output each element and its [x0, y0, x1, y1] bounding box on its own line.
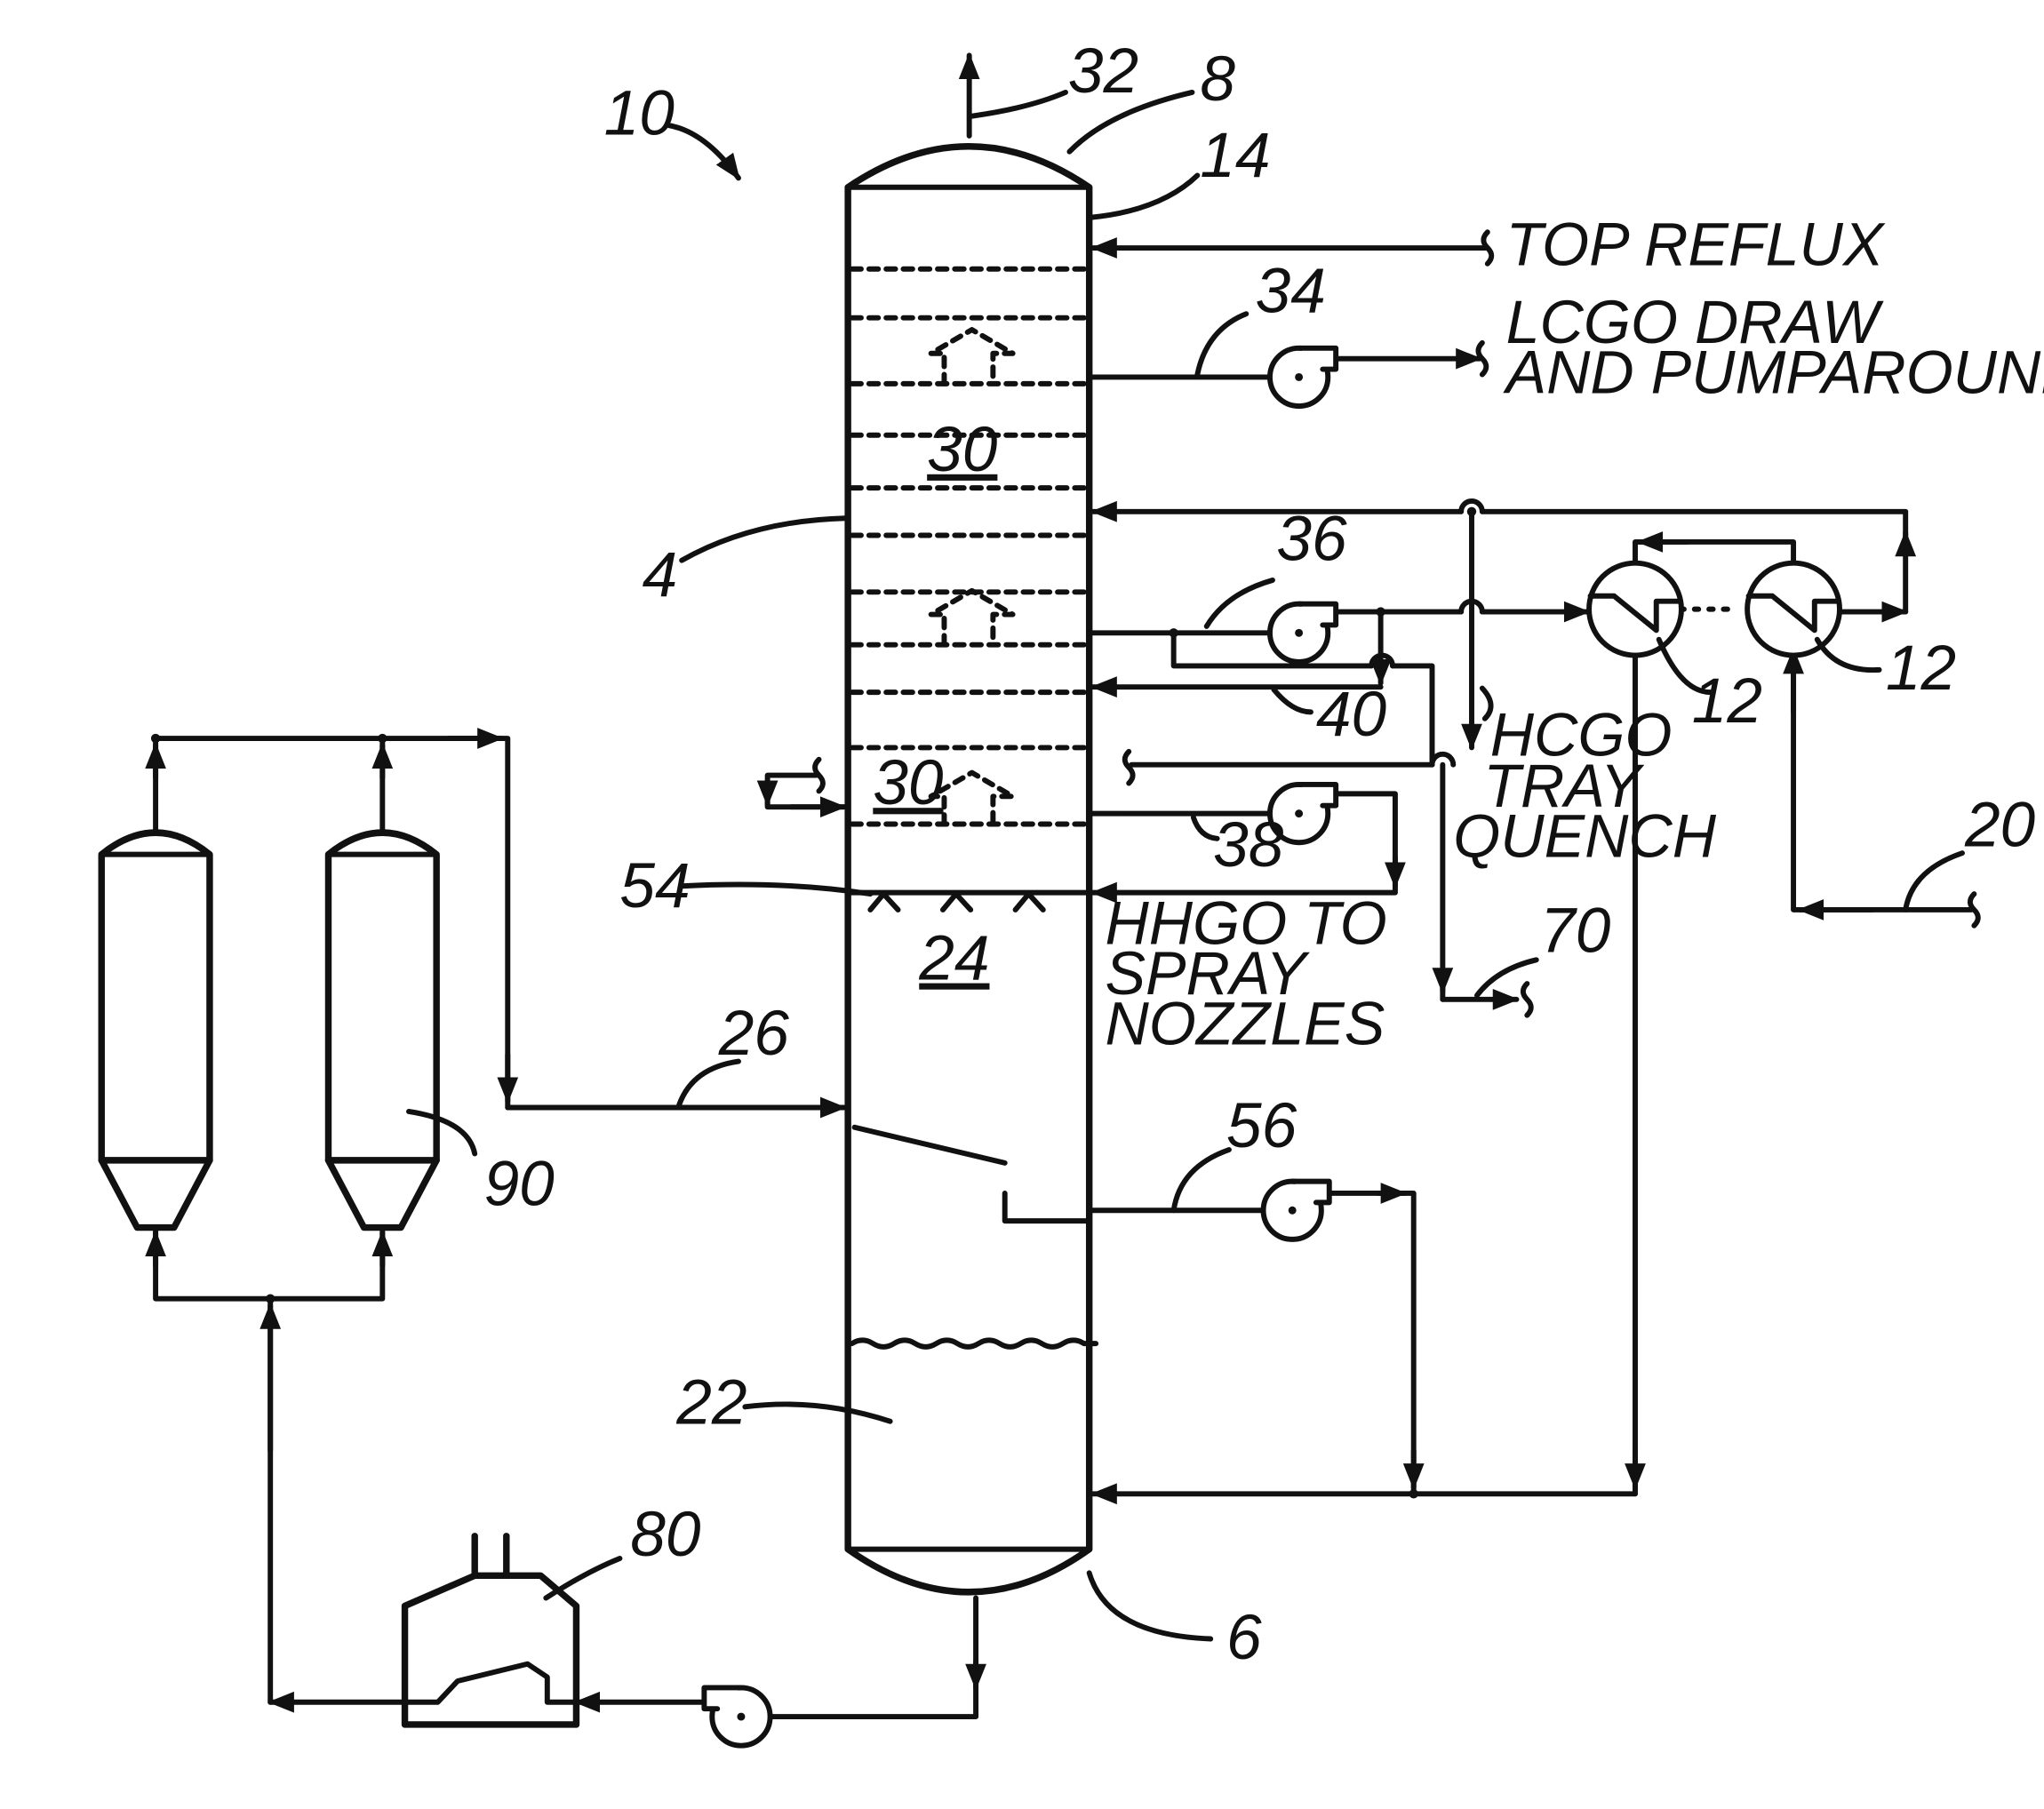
ref-12-left: 12: [1692, 666, 1762, 737]
ref-56: 56: [1226, 1091, 1297, 1161]
ref-38: 38: [1213, 810, 1284, 881]
ref-90: 90: [484, 1149, 555, 1219]
ref-12-right: 12: [1886, 634, 1956, 704]
ref-10: 10: [604, 78, 675, 148]
ref-22: 22: [675, 1368, 747, 1438]
ref-4: 4: [643, 540, 678, 610]
pump-34: [1270, 348, 1336, 406]
ref-70: 70: [1540, 896, 1611, 966]
ref-34: 34: [1256, 257, 1326, 327]
ref-80: 80: [630, 1500, 701, 1570]
ref-36: 36: [1276, 505, 1347, 575]
reference-numerals: 10 32 8 14 34 30 4 36 40 12 12 30 38 20 …: [484, 36, 2036, 1673]
ref-30-upper: 30: [927, 415, 998, 485]
label-top-reflux: TOP REFLUX: [1506, 211, 1886, 278]
coke-drum-right: [328, 833, 436, 1227]
label-lcgo-line2: AND PUMPAROUND: [1503, 339, 2044, 406]
pump-56: [1264, 1182, 1329, 1239]
heat-exchanger-12b: [1747, 563, 1840, 656]
ref-24: 24: [918, 924, 989, 994]
column-trays: [852, 269, 1086, 825]
pump-36: [1270, 604, 1336, 662]
ref-8: 8: [1200, 44, 1235, 115]
furnace-heater: [405, 1536, 577, 1725]
ref-30-lower: 30: [873, 748, 944, 818]
ref-20: 20: [1964, 791, 2036, 861]
bottoms-pump: [704, 1687, 770, 1745]
label-hhgo-line3: NOZZLES: [1105, 990, 1385, 1057]
ref-32: 32: [1068, 36, 1138, 107]
ref-40: 40: [1316, 680, 1387, 750]
ref-6: 6: [1226, 1603, 1262, 1673]
ref-14: 14: [1200, 121, 1270, 191]
liquid-level: [852, 1340, 1097, 1346]
ref-26: 26: [718, 999, 790, 1069]
heat-exchanger-12a: [1589, 563, 1681, 656]
label-hcgo-line3: QUENCH: [1453, 803, 1716, 871]
process-lines: [156, 232, 1978, 1717]
spray-nozzles: [852, 893, 1086, 910]
coke-drum-left: [101, 833, 210, 1227]
inlet-baffle: [855, 1128, 1090, 1221]
ref-54: 54: [619, 851, 690, 921]
